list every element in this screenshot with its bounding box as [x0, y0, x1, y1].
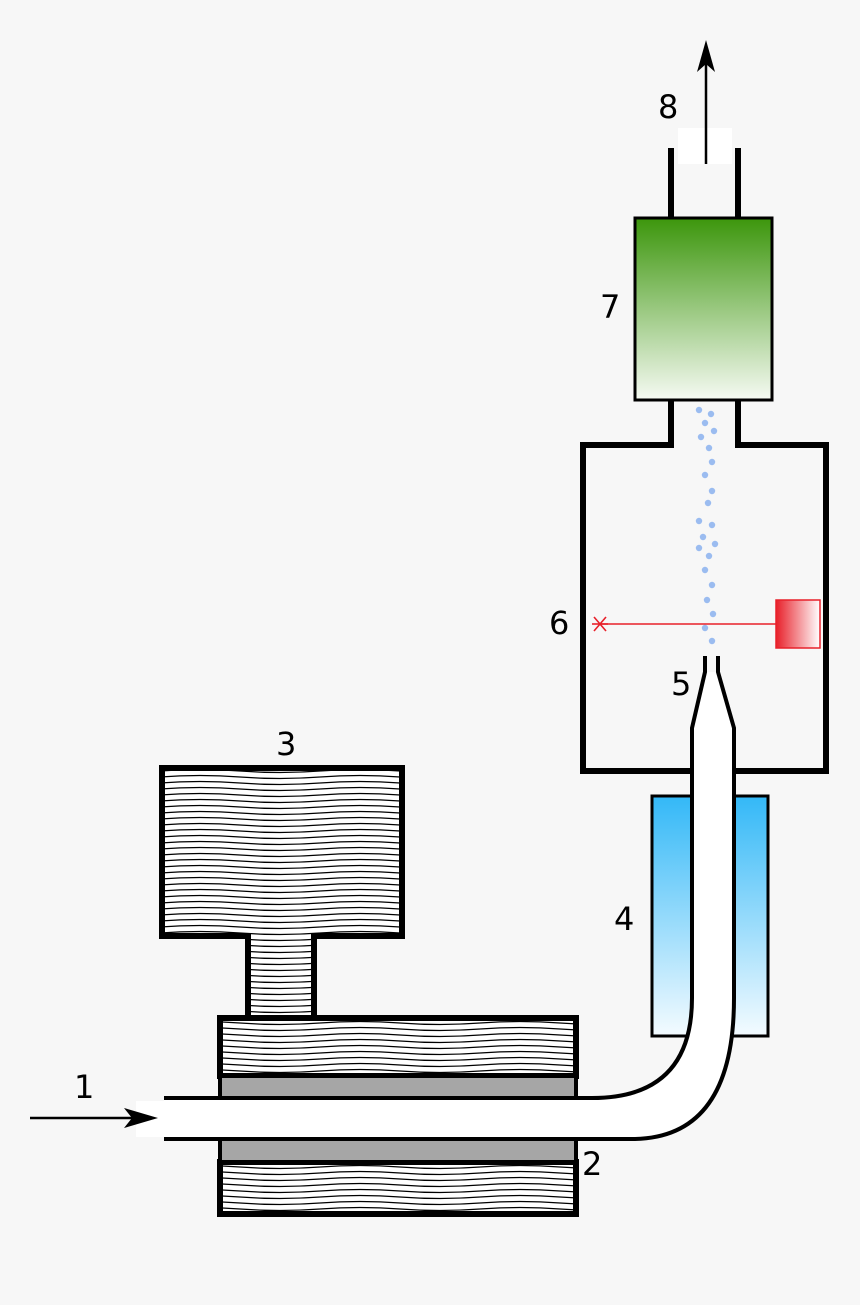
particle [704, 499, 712, 507]
particle [709, 610, 717, 618]
particle [705, 552, 713, 560]
reservoir [159, 765, 405, 1021]
particle [711, 540, 719, 548]
laser-source [775, 599, 821, 649]
outlet-arrow-icon [697, 40, 715, 164]
heater-band-bottom [218, 1137, 578, 1164]
particle [695, 544, 703, 552]
particle [703, 596, 711, 604]
particle [697, 433, 705, 441]
label-heater-band: 2 [582, 1145, 602, 1183]
tube-wall-lower [164, 656, 736, 1141]
particle [710, 427, 718, 435]
particle [701, 419, 709, 427]
laser-detector-icon [592, 616, 608, 632]
particle [708, 581, 716, 589]
label-filter: 7 [600, 288, 620, 326]
laser-chamber [580, 400, 829, 774]
particle [695, 406, 703, 414]
particle [695, 517, 703, 525]
particle [701, 471, 709, 479]
filter [633, 216, 774, 402]
tube-wall-upper [164, 656, 707, 1100]
particle [701, 566, 709, 574]
particle [705, 444, 713, 452]
inlet-arrow-icon [30, 1108, 158, 1128]
particle [708, 521, 716, 529]
particle [708, 458, 716, 466]
heater-band-top [218, 1074, 578, 1100]
particle [708, 487, 716, 495]
heater-block-top [217, 1015, 579, 1079]
particle [708, 637, 716, 645]
outlet-pipe [668, 148, 741, 218]
particle-stream [695, 406, 719, 645]
label-nozzle: 5 [671, 665, 691, 703]
heater-block-bottom [217, 1159, 579, 1217]
label-outlet: 8 [658, 88, 678, 126]
label-reservoir: 3 [276, 725, 296, 763]
particle [699, 533, 707, 541]
particle [701, 624, 709, 632]
label-cooling-jacket: 4 [614, 900, 634, 938]
tube-fill [164, 672, 734, 1139]
particle [707, 410, 715, 418]
label-laser-chamber: 6 [549, 604, 569, 642]
label-inlet: 1 [74, 1068, 94, 1106]
